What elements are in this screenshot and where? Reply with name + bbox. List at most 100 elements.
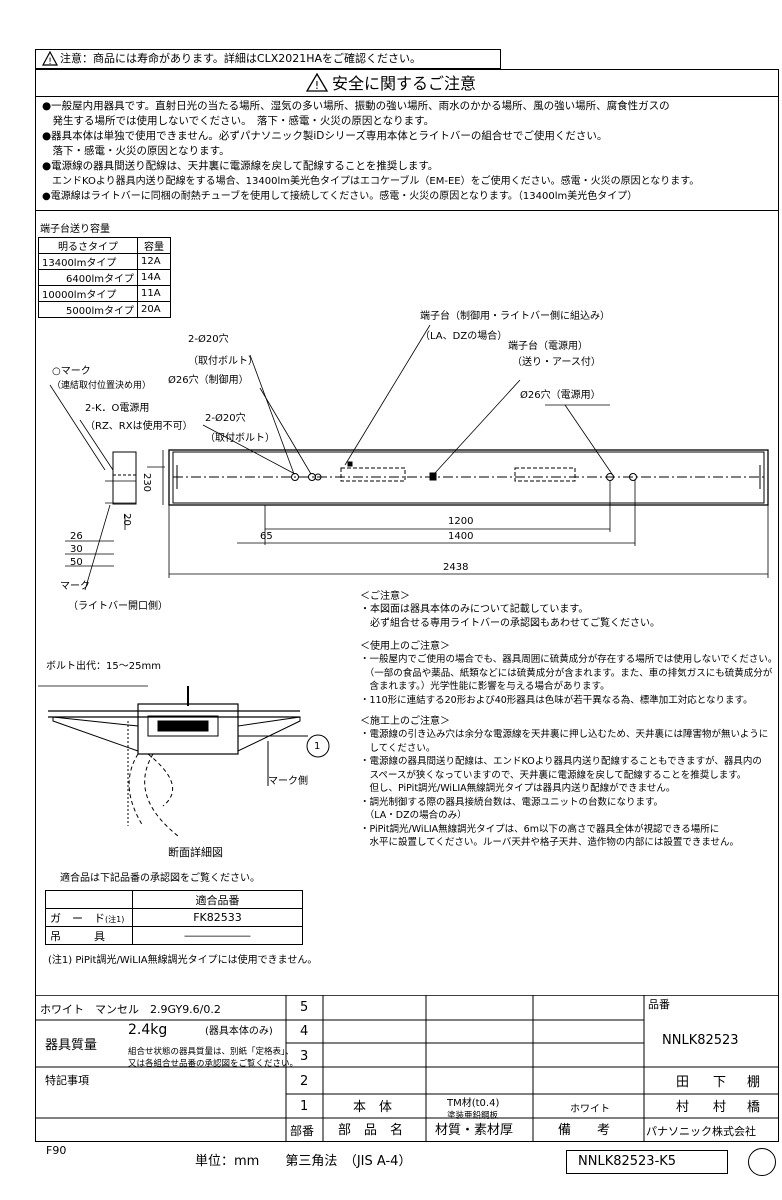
compat-row: 吊 具 ―――――― — [45, 926, 303, 945]
tb-header-name: 部 品 名 — [338, 1123, 404, 1138]
tb-material: TM材(t0.4) — [447, 1098, 500, 1109]
title-block-lines — [35, 995, 779, 1142]
dim-65: 65 — [260, 531, 273, 542]
tb-name: 村 — [713, 1100, 727, 1115]
label-ko-sub: （RZ、RXは使用不可） — [85, 421, 193, 432]
label-terminal-power: 端子台（電源用） — [508, 341, 588, 352]
tb-row-no: 2 — [300, 1074, 309, 1089]
tb-row-no: 3 — [300, 1049, 309, 1064]
label-mark: マーク — [60, 581, 90, 592]
safety-line: 発生する場所では使用しないでください。 落下・感電・火災の原因となります。 — [42, 115, 435, 127]
tb-name: 村 — [676, 1100, 690, 1115]
terminal-block-ctrl — [340, 467, 406, 482]
tb-special: 特記事項 — [45, 1074, 89, 1087]
tb-mass-label: 器具質量 — [45, 1038, 98, 1053]
safety-line: 落下・感電・火災の原因となります。 — [42, 145, 230, 157]
compat-name-text: ガ ー ド — [50, 911, 105, 925]
capacity-header: 明るさタイプ — [38, 237, 138, 254]
tb-product-no: NNLK82523 — [662, 1033, 739, 1048]
notes-title-use: ＜使用上のご注意＞ — [360, 641, 450, 652]
safety-line: エンドKOより器具内送り配線をする場合、13400lm美光色タイプはエコケーブル… — [42, 176, 700, 187]
tb-mass-note: (器具本体のみ) — [205, 1026, 273, 1037]
drawing-no-box — [566, 1150, 728, 1174]
capacity-type: 6400lmタイプ — [38, 269, 138, 286]
tb-row-no: 5 — [300, 1000, 309, 1015]
notes-line: 必ず組合せる専用ライトバーの承認図もあわせてご覧ください。 — [360, 617, 660, 629]
notes-title-install: ＜施工上のご注意＞ — [360, 716, 450, 727]
footer-drawing-no: NNLK82523-K5 — [578, 1154, 677, 1169]
notes-line: ・110形に連結する20形および40形器具は色味が若干異なる為、標準加工対応とな… — [360, 694, 753, 706]
notes-line: 水平に設置してください。ルーバ天井や格子天井、造作物の内部には設置できません。 — [360, 837, 740, 848]
compat-header-row: 適合品番 — [45, 890, 303, 909]
notes-line: してください。 — [360, 742, 436, 754]
capacity-header-row: 明るさタイプ 容量 — [38, 237, 171, 254]
tb-part-name: 本 体 — [353, 1100, 393, 1115]
tb-mass-value: 2.4kg — [128, 1022, 168, 1038]
label-hole20-b: 2-Ø20穴 — [205, 413, 246, 424]
dim-20: 20 — [120, 513, 132, 526]
label-mark-side: マーク側 — [268, 776, 308, 787]
safety-title: 安全に関するご注意 — [332, 74, 477, 93]
notes-line: 含まれます。）光学性能に影響を与える場合があります。 — [360, 681, 610, 692]
safety-line: ●電源線はライトバーに同梱の耐熱チューブを使用して接続してください。感電・火災の… — [42, 191, 638, 202]
compat-title: 適合品は下記品番の承認図をご覧ください。 — [60, 873, 260, 884]
dim-50: 50 — [70, 557, 83, 568]
capacity-value: 14A — [137, 269, 171, 286]
tb-company: パナソニック株式会社 — [646, 1125, 756, 1138]
section-detail-drawing — [38, 685, 330, 837]
tb-product-label: 品番 — [648, 998, 670, 1011]
label-section: 断面詳細図 — [168, 846, 223, 859]
compat-name: ガ ー ド(注1) — [45, 908, 133, 927]
body-outline — [168, 449, 769, 506]
capacity-value: 12A — [137, 253, 171, 270]
label-hole20-b-sub: （取付ボルト） — [205, 433, 275, 444]
label-hole26-ctrl: Ø26穴（制御用） — [168, 375, 249, 386]
tb-name: 田 — [676, 1075, 690, 1090]
notes-line: ・一般屋内でご使用の場合でも、器具周囲に硫黄成分が存在する場所では使用しないでく… — [360, 654, 778, 665]
top-notice-box — [35, 49, 501, 69]
drawing-frame — [35, 69, 779, 1142]
footer-circle — [748, 1148, 776, 1176]
compat-name: 吊 具 — [45, 926, 133, 945]
label-hole20-a: 2-Ø20穴 — [188, 334, 229, 345]
label-ko: 2-K．O電源用 — [85, 403, 150, 414]
notes-title-caution: ＜ご注意＞ — [360, 591, 410, 602]
dim-230: 230 — [141, 472, 153, 493]
safety-lines: ●一般屋内用器具です。直射日光の当たる場所、湿気の多い場所、振動の強い場所、雨水… — [42, 99, 777, 204]
compat-table: 適合品番 ガ ー ド(注1) FK82533 吊 具 ―――――― — [45, 890, 303, 945]
label-hole26-power: Ø26穴（電源用） — [520, 390, 601, 401]
tb-header-no: 部番 — [290, 1124, 315, 1138]
notes-line: スペースが狭くなっていますので、天井裏に電源線を戻して配線することを推奨します。 — [360, 769, 747, 781]
label-terminal-power-sub: （送り・アース付） — [512, 357, 601, 368]
side-view-outline — [112, 451, 137, 505]
notes-line: ・PiPit調光/WiLIA無線調光タイプは、6m以下の高さで器具全体が視認でき… — [360, 823, 720, 835]
hole-20-a — [291, 473, 299, 481]
compat-note: (注1) — [105, 914, 125, 924]
label-mark-o: ○マーク — [52, 366, 91, 377]
safety-warning-icon: ! — [306, 73, 328, 92]
tb-name: 橋 — [747, 1100, 761, 1115]
tb-name: 棚 — [747, 1075, 761, 1090]
compat-value: ―――――― — [132, 926, 303, 945]
balloon-1-text: 1 — [314, 741, 321, 752]
tb-mass-sub2: 又は各組合せ品番の承認図をご覧ください。 — [128, 1059, 299, 1069]
dim-2438: 2438 — [443, 562, 469, 573]
capacity-title: 端子台送り容量 — [40, 224, 110, 235]
notes-line: ・電源線の器具間送り配線は、エンドKOより器具内送り配線することもできますが、器… — [360, 756, 762, 767]
footer-code: F90 — [46, 1144, 67, 1157]
safety-title-bar — [35, 69, 779, 97]
compat-footnote: (注1) PiPit調光/WiLIA無線調光タイプには使用できません。 — [48, 955, 318, 966]
notes-line: ・調光制御する際の器具接続台数は、電源ユニットの台数になります。 — [360, 796, 664, 808]
notes-line: （一部の食品や薬品、紙類などには硫黄成分が含まれます。また、車の排気ガスにも硫黄… — [360, 667, 773, 679]
terminal-block-power — [514, 467, 576, 482]
balloon-1 — [306, 734, 330, 758]
safety-line: ●電源線の器具間送り配線は、天井裏に電源線を戻して配線することを推奨します。 — [42, 160, 439, 172]
tb-header-remarks: 備 考 — [558, 1123, 611, 1138]
compat-blank — [45, 890, 133, 909]
tb-material-sub: 塗装亜鉛鋼板 — [447, 1111, 499, 1121]
safety-box — [35, 96, 779, 211]
capacity-type: 13400lmタイプ — [38, 253, 138, 270]
